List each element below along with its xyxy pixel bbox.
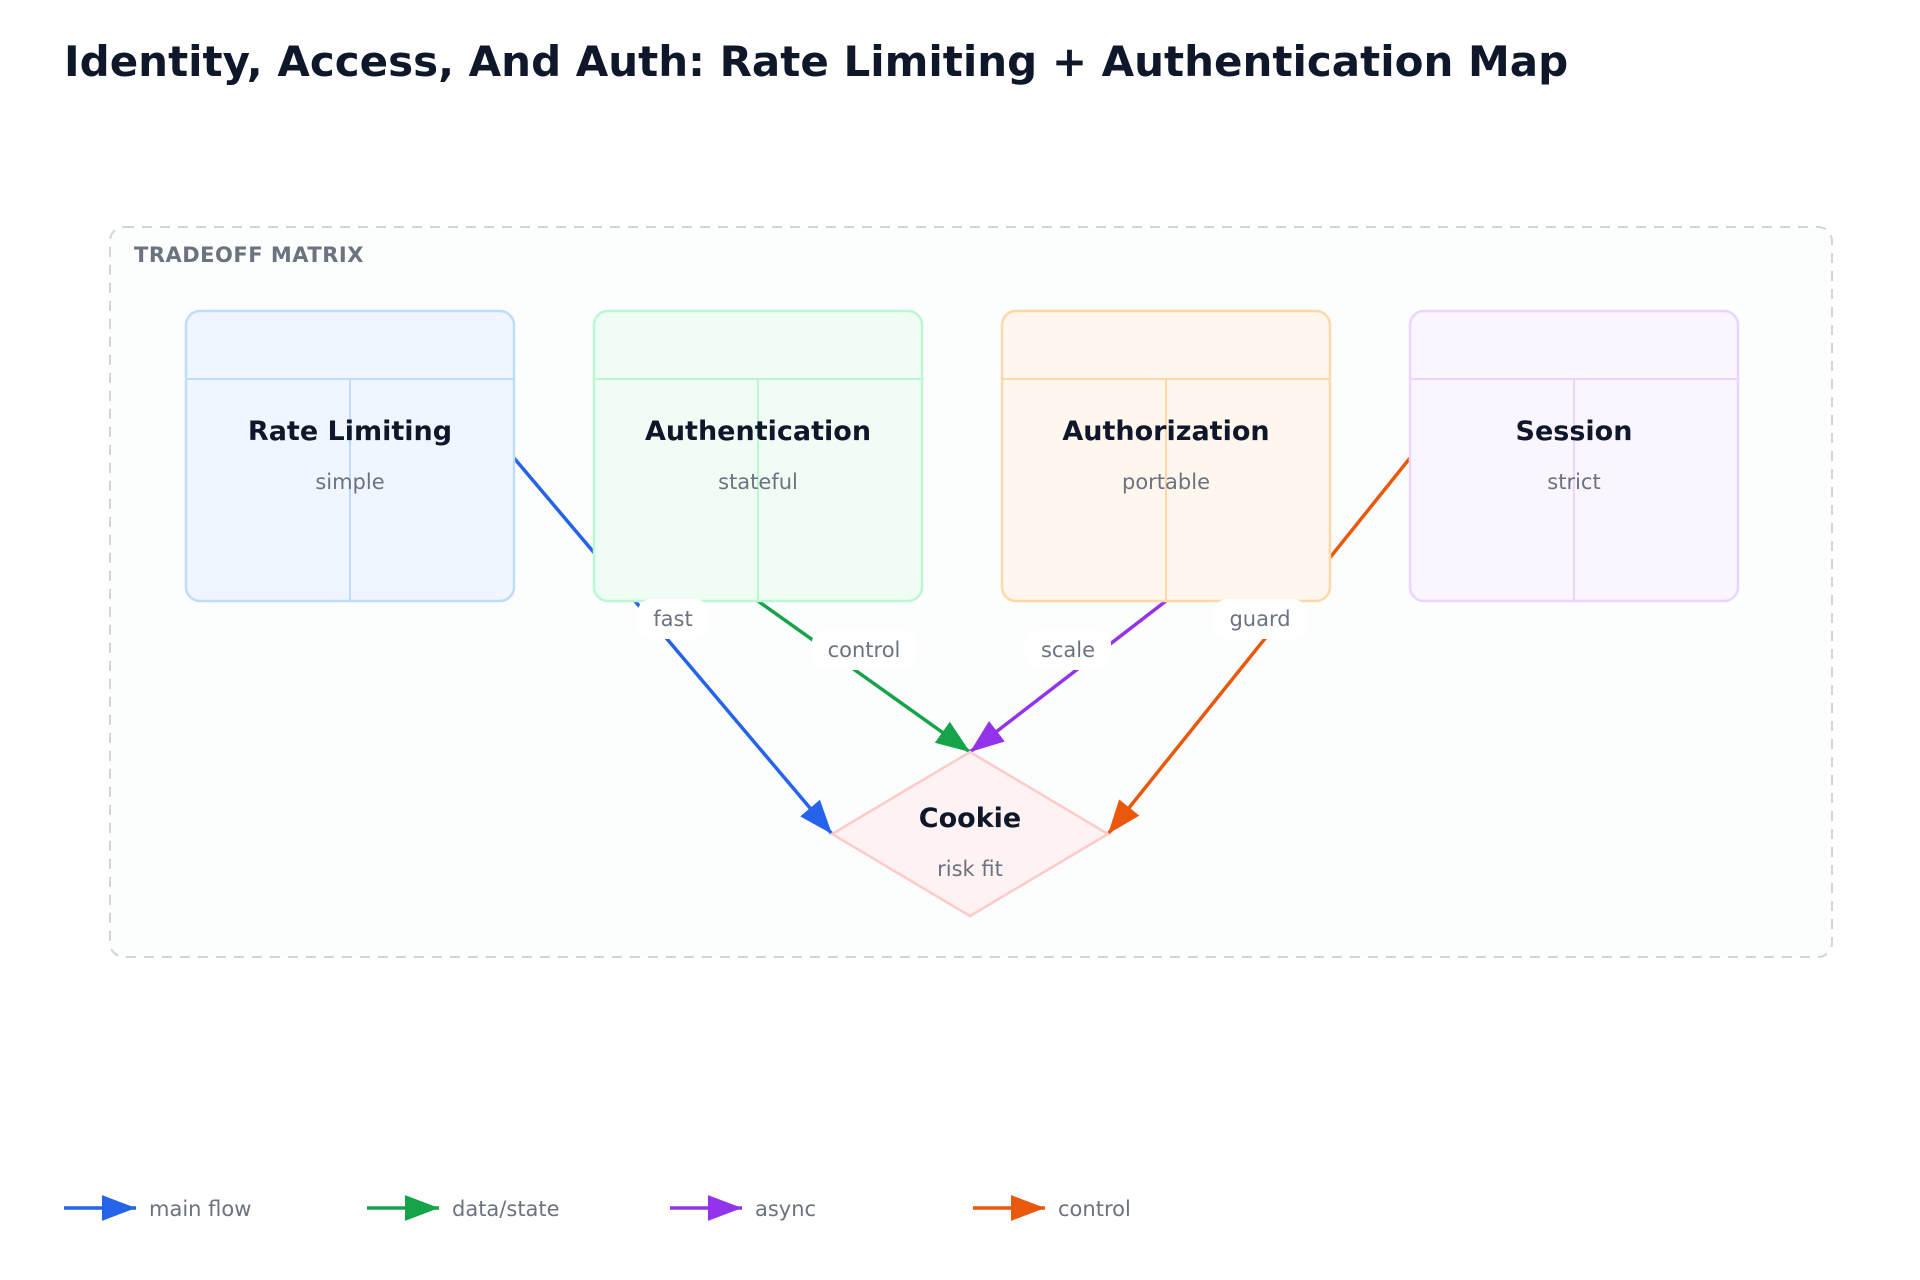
decision-diamond — [829, 750, 1111, 918]
decision-subtitle: risk fit — [937, 857, 1003, 881]
decision-layer: Cookie risk fit — [829, 750, 1111, 918]
node-title: Rate Limiting — [248, 416, 452, 447]
edge-label-background — [637, 599, 709, 639]
edge-label-session: guard — [1213, 599, 1307, 639]
node-session[interactable]: Session strict — [1408, 309, 1740, 603]
edge-label-rate-limiting: fast — [637, 599, 709, 639]
edge-label-text: scale — [1041, 638, 1095, 662]
tradeoff-matrix-group: TRADEOFF MATRIX — [109, 226, 1833, 958]
legend-item: data/state — [367, 1195, 560, 1221]
legend-label: data/state — [452, 1197, 560, 1221]
node-rate-limiting[interactable]: Rate Limiting simple — [184, 309, 516, 603]
legend-item: control — [973, 1195, 1131, 1221]
node-subtitle: strict — [1547, 470, 1600, 494]
edge-labels-layer: fast control scale guard — [637, 599, 1307, 670]
legend-item: async — [670, 1195, 816, 1221]
legend-label: main flow — [149, 1197, 251, 1221]
edge-label-text: control — [828, 638, 901, 662]
node-subtitle: stateful — [718, 470, 798, 494]
node-title: Session — [1516, 416, 1633, 447]
edges-layer — [512, 456, 1412, 836]
edge-label-background — [1213, 599, 1307, 639]
legend-label: async — [755, 1197, 816, 1221]
edge-authentication — [756, 599, 972, 754]
edge-rate-limiting — [512, 456, 834, 836]
edge-label-background — [811, 630, 917, 670]
node-title: Authorization — [1062, 416, 1269, 447]
edge-label-background — [1024, 630, 1112, 670]
edge-label-authentication: control — [811, 630, 917, 670]
edge-session — [1106, 456, 1412, 836]
group-frame — [109, 226, 1833, 958]
decision-cookie[interactable]: Cookie risk fit — [829, 750, 1111, 918]
group-label: TRADEOFF MATRIX — [134, 243, 364, 267]
legend-label: control — [1058, 1197, 1131, 1221]
node-title: Authentication — [645, 416, 871, 447]
edge-label-text: fast — [653, 607, 692, 631]
node-subtitle: portable — [1122, 470, 1210, 494]
page-title: Identity, Access, And Auth: Rate Limitin… — [64, 37, 1568, 86]
decision-title: Cookie — [919, 803, 1021, 834]
node-authorization[interactable]: Authorization portable — [1000, 309, 1332, 603]
node-authentication[interactable]: Authentication stateful — [592, 309, 924, 603]
legend-item: main flow — [64, 1195, 251, 1221]
legend: main flow data/state async control — [64, 1195, 1131, 1221]
node-subtitle: simple — [315, 470, 384, 494]
edge-authorization — [968, 599, 1168, 754]
edge-label-authorization: scale — [1024, 630, 1112, 670]
edge-label-text: guard — [1229, 607, 1290, 631]
nodes-layer: Rate Limiting simple Authentication statefu… — [184, 309, 1740, 603]
